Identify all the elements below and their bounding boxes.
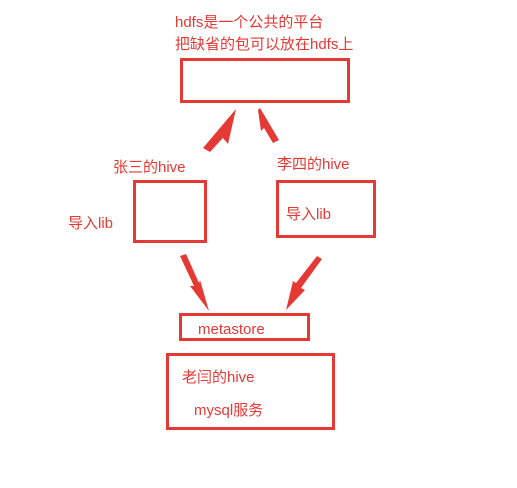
lisi-import-label: 导入lib xyxy=(286,206,332,223)
arrow-zhangsan-to-metastore xyxy=(180,254,209,311)
mysql-service-label: mysql服务 xyxy=(194,402,264,419)
hdfs-title-line1: hdfs是一个公共的平台 xyxy=(175,14,324,31)
lisi-hive-box xyxy=(276,180,376,238)
hdfs-title-line2: 把缺省的包可以放在hdfs上 xyxy=(175,36,354,53)
lisi-hive-title: 李四的hive xyxy=(277,156,350,173)
laoyan-hive-box xyxy=(166,353,335,430)
arrow-zhangsan-to-hdfs xyxy=(203,109,236,152)
metastore-label: metastore xyxy=(198,321,265,338)
laoyan-hive-title: 老闫的hive xyxy=(182,369,255,386)
zhangsan-hive-box xyxy=(133,180,207,243)
arrow-lisi-to-metastore xyxy=(286,256,322,310)
zhangsan-import-label: 导入lib xyxy=(68,215,114,232)
arrow-lisi-to-hdfs xyxy=(258,108,279,143)
hdfs-box xyxy=(180,58,350,103)
zhangsan-hive-title: 张三的hive xyxy=(113,159,186,176)
metastore-box xyxy=(179,313,310,341)
